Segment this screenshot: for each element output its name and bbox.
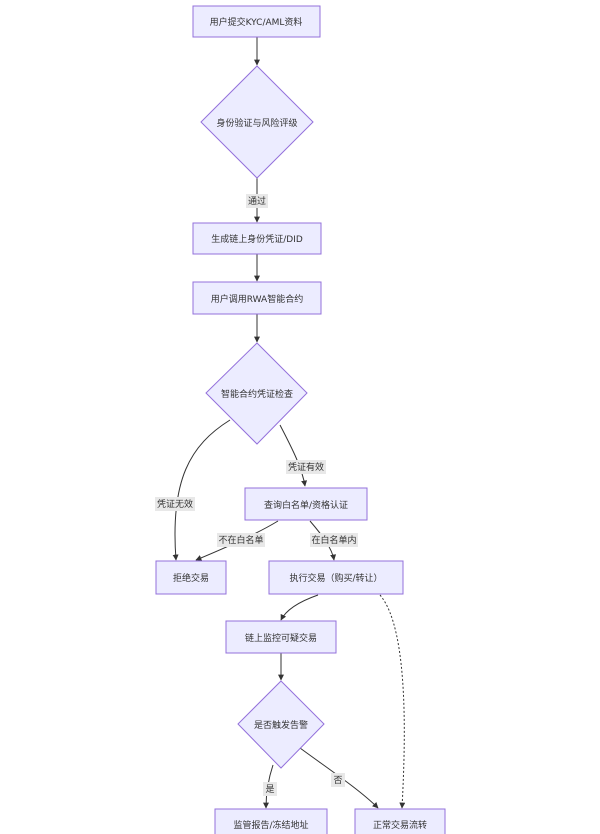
svg-text:不在白名单: 不在白名单 xyxy=(218,534,263,546)
node-whitelist-query: 查询白名单/资格认证 xyxy=(244,487,368,521)
svg-text:正常交易流转: 正常交易流转 xyxy=(373,819,427,831)
node-alert-decision: 是否触发告警 xyxy=(237,680,325,769)
svg-text:是否触发告警: 是否触发告警 xyxy=(254,719,308,731)
svg-text:执行交易（购买/转让）: 执行交易（购买/转让） xyxy=(289,572,382,584)
edge-execute-to-normal xyxy=(379,594,406,809)
svg-text:链上监控可疑交易: 链上监控可疑交易 xyxy=(245,632,317,644)
node-execute: 执行交易（购买/转让） xyxy=(268,560,404,595)
svg-text:通过: 通过 xyxy=(248,195,266,207)
edge-label-no: 否 xyxy=(331,773,345,787)
edge-execute-to-monitor xyxy=(280,594,319,621)
svg-text:是: 是 xyxy=(265,784,274,795)
svg-text:监管报告/冻结地址: 监管报告/冻结地址 xyxy=(233,819,308,831)
svg-text:用户提交KYC/AML资料: 用户提交KYC/AML资料 xyxy=(210,16,303,28)
edge-label-credential-invalid: 凭证无效 xyxy=(155,497,195,511)
edge-label-passed: 通过 xyxy=(246,194,268,208)
node-monitor: 链上监控可疑交易 xyxy=(225,620,337,654)
svg-text:否: 否 xyxy=(333,775,342,786)
svg-text:拒绝交易: 拒绝交易 xyxy=(173,572,209,584)
node-contract-check: 智能合约凭证检查 xyxy=(205,342,308,445)
svg-text:凭证无效: 凭证无效 xyxy=(157,498,193,510)
svg-text:生成链上身份凭证/DID: 生成链上身份凭证/DID xyxy=(211,233,303,245)
svg-text:凭证有效: 凭证有效 xyxy=(288,461,324,473)
svg-text:身份验证与风险评级: 身份验证与风险评级 xyxy=(216,117,297,129)
node-normal-flow: 正常交易流转 xyxy=(354,808,446,834)
edge-label-yes: 是 xyxy=(263,782,277,796)
edge-check-to-whitelist xyxy=(279,424,308,487)
node-submit-kyc: 用户提交KYC/AML资料 xyxy=(192,5,321,38)
svg-text:用户调用RWA智能合约: 用户调用RWA智能合约 xyxy=(211,293,303,305)
edge-label-credential-valid: 凭证有效 xyxy=(286,460,326,474)
node-reject: 拒绝交易 xyxy=(155,560,227,595)
node-call-contract: 用户调用RWA智能合约 xyxy=(192,281,322,315)
node-verify-risk: 身份验证与风险评级 xyxy=(200,65,314,179)
node-report-freeze: 监管报告/冻结地址 xyxy=(214,808,328,834)
node-generate-did: 生成链上身份凭证/DID xyxy=(192,222,322,255)
svg-text:查询白名单/资格认证: 查询白名单/资格认证 xyxy=(264,499,348,511)
edge-label-not-in-whitelist: 不在白名单 xyxy=(217,533,265,547)
svg-text:智能合约凭证检查: 智能合约凭证检查 xyxy=(221,388,293,400)
edge-check-to-reject xyxy=(172,419,231,561)
edge-label-in-whitelist: 在白名单内 xyxy=(310,533,358,547)
svg-text:在白名单内: 在白名单内 xyxy=(311,534,356,546)
